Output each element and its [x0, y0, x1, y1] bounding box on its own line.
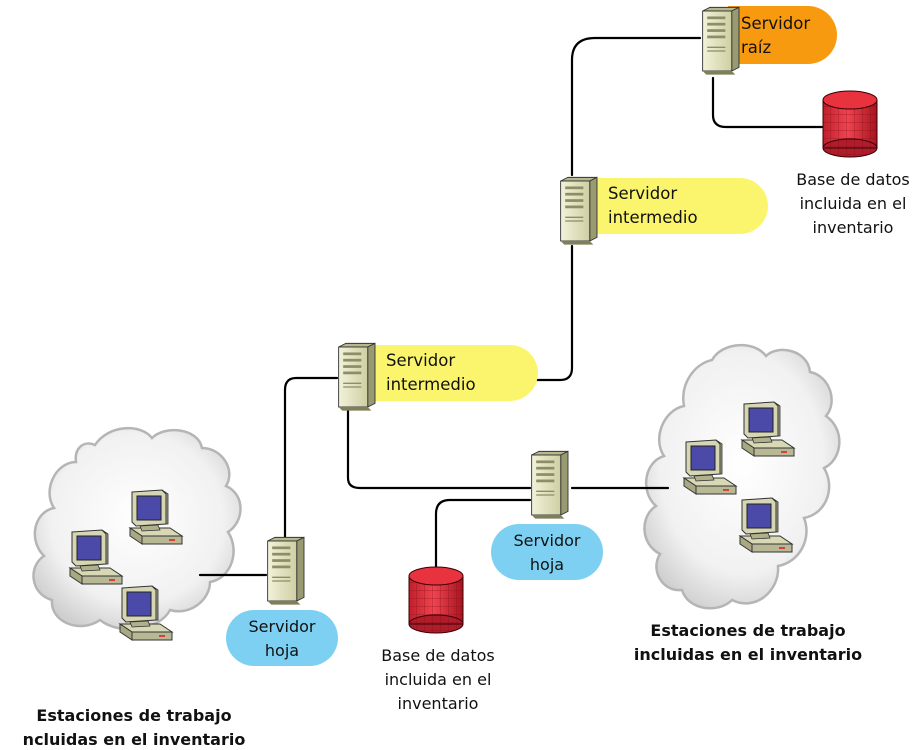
svg-text:Servidor: Servidor	[386, 351, 455, 370]
svg-text:Servidor: Servidor	[248, 617, 315, 636]
svg-text:inventario: inventario	[813, 218, 894, 237]
link-root-to-database	[711, 76, 824, 129]
svg-text:Base de datos: Base de datos	[381, 646, 495, 665]
link-leaf-center-to-database	[434, 498, 532, 570]
svg-text:hoja: hoja	[530, 555, 564, 574]
database-top-right-caption: Base de datos incluida en el inventario	[796, 170, 910, 237]
svg-text:incluidas en el inventario: incluidas en el inventario	[634, 645, 862, 664]
database-center-icon	[408, 566, 464, 634]
database-center-caption: Base de datos incluida en el inventario	[381, 646, 495, 713]
svg-text:Servidor: Servidor	[741, 14, 810, 33]
svg-text:Estaciones de trabajo: Estaciones de trabajo	[36, 706, 231, 725]
server-leaf-center-icon	[530, 450, 569, 520]
svg-text:intermedio: intermedio	[386, 375, 476, 394]
server-root-label: Servidor raíz	[728, 6, 837, 64]
svg-text:ncluidas en el inventario: ncluidas en el inventario	[23, 730, 246, 749]
svg-text:raíz: raíz	[741, 38, 771, 57]
connections	[198, 36, 824, 577]
link-root-to-intermediate-top	[570, 36, 702, 177]
server-root-icon	[701, 6, 740, 76]
cloud-left-caption: Estaciones de trabajo ncluidas en el inv…	[23, 706, 246, 749]
svg-text:incluida en el: incluida en el	[800, 194, 907, 213]
server-leaf-left-label: Servidor hoja	[226, 610, 338, 666]
svg-text:Base de datos: Base de datos	[796, 170, 910, 189]
svg-text:hoja: hoja	[265, 641, 299, 660]
server-leaf-center-label: Servidor hoja	[491, 524, 603, 580]
server-intermediate-top-label: Servidor intermedio	[590, 178, 768, 234]
server-intermediate-mid-icon	[337, 342, 376, 412]
link-intermediate-top-to-mid	[476, 244, 574, 382]
link-intermediate-mid-to-leaf-center	[346, 408, 532, 490]
cloud-right-caption: Estaciones de trabajo incluidas en el in…	[634, 621, 862, 664]
server-intermediate-mid-label: Servidor intermedio	[362, 345, 538, 401]
svg-text:intermedio: intermedio	[608, 208, 698, 227]
svg-text:incluida en el: incluida en el	[385, 670, 492, 689]
link-intermediate-mid-to-leaf-left	[283, 376, 339, 542]
server-intermediate-top-icon	[559, 176, 598, 246]
database-top-right-icon	[822, 90, 878, 158]
server-leaf-left-icon	[266, 536, 305, 606]
svg-text:inventario: inventario	[398, 694, 479, 713]
cloud-right	[643, 343, 841, 610]
svg-text:Servidor: Servidor	[513, 531, 580, 550]
svg-text:Estaciones de trabajo: Estaciones de trabajo	[650, 621, 845, 640]
svg-text:Servidor: Servidor	[608, 184, 677, 203]
